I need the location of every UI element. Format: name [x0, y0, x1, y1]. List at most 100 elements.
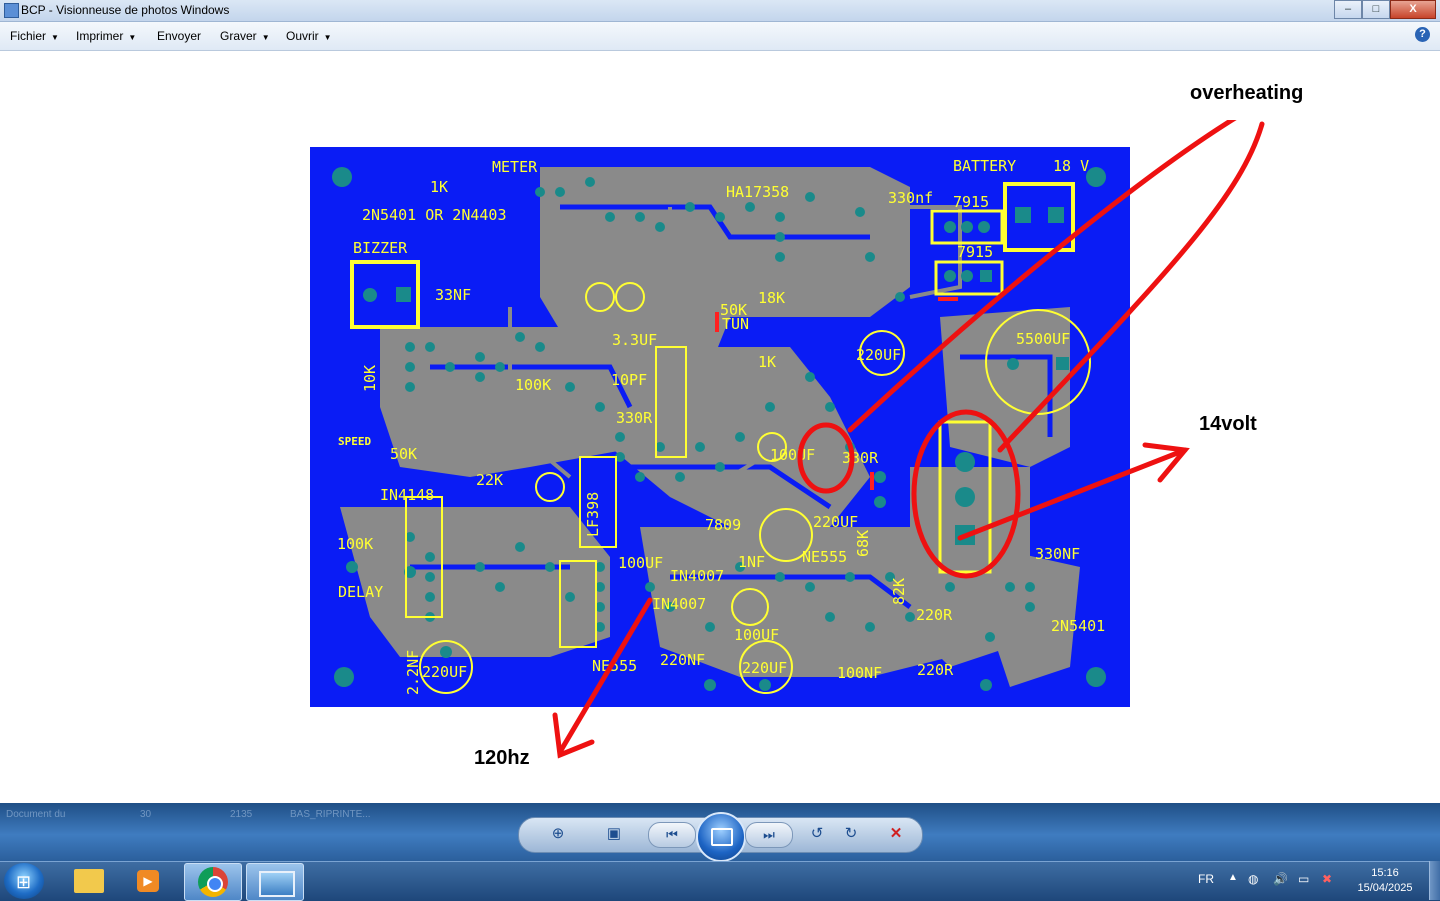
- zoom-icon[interactable]: ⊕: [551, 825, 565, 842]
- chrome-taskbar-button[interactable]: [184, 863, 242, 901]
- silk-50k: 50K: [390, 445, 417, 463]
- silk-2n5401: 2N5401: [1051, 617, 1105, 635]
- menu-ouvrir[interactable]: Ouvrir ▼: [286, 29, 332, 43]
- menu-envoyer-label: Envoyer: [157, 29, 202, 43]
- silk-10k: 10K: [361, 365, 379, 392]
- folder-icon: [74, 869, 104, 893]
- actual-size-icon[interactable]: ▣: [606, 825, 622, 842]
- silk-22k: 22K: [476, 471, 503, 489]
- silk-330r: 330R: [616, 409, 653, 427]
- silk-220uf-b: 220UF: [813, 513, 858, 531]
- menu-bar: Fichier▼ Imprimer ▼ Envoyer Graver ▼ Ouvri…: [0, 22, 1440, 51]
- silk-10pf: 10PF: [611, 371, 647, 389]
- minimize-button[interactable]: –: [1334, 0, 1362, 19]
- silk-tun: TUN: [722, 315, 749, 333]
- silk-speed: SPEED: [338, 435, 371, 448]
- explorer-taskbar-button[interactable]: [62, 863, 118, 899]
- menu-fichier[interactable]: Fichier▼: [10, 29, 59, 43]
- volume-icon[interactable]: 🔊: [1273, 872, 1288, 886]
- silk-7809: 7809: [705, 516, 741, 534]
- blurred-text: 2135: [230, 809, 253, 820]
- silk-330nf-top: 330nf: [888, 189, 933, 207]
- slideshow-button[interactable]: [696, 812, 746, 862]
- silk-33nf: 33NF: [435, 286, 471, 304]
- silk-330nf-right: 330NF: [1035, 545, 1080, 563]
- silk-1nf: 1NF: [738, 553, 765, 571]
- silk-220nf: 220NF: [660, 651, 705, 669]
- silk-meter: METER: [492, 158, 538, 176]
- battery-warning-icon[interactable]: ✖: [1322, 872, 1333, 886]
- component-pads: [346, 177, 1035, 691]
- silk-5500uf: 5500UF: [1016, 330, 1070, 348]
- show-desktop-button[interactable]: [1429, 861, 1440, 900]
- silk-330r-b: 330R: [842, 449, 879, 467]
- silk-ha17358: HA17358: [726, 183, 789, 201]
- previous-button[interactable]: ⏮: [648, 822, 696, 848]
- media-player-taskbar-button[interactable]: ▶: [122, 863, 178, 899]
- menu-graver-label: Graver: [220, 29, 257, 43]
- silk-7915-b: 7915: [957, 243, 993, 261]
- silk-battery: BATTERY: [953, 157, 1016, 175]
- menu-envoyer[interactable]: Envoyer: [157, 29, 201, 43]
- next-button[interactable]: ⏭: [745, 822, 793, 848]
- network-icon[interactable]: ◍: [1248, 872, 1259, 886]
- silk-ne555-a: NE555: [802, 548, 847, 566]
- photo-viewer-app-icon: [4, 3, 19, 18]
- photo-viewer-icon: [259, 871, 295, 897]
- language-indicator[interactable]: FR: [1198, 872, 1214, 886]
- system-clock[interactable]: 15:16 15/04/2025: [1352, 866, 1418, 896]
- clock-time: 15:16: [1371, 867, 1399, 879]
- close-button[interactable]: X: [1390, 0, 1436, 19]
- silk-100nf: 100NF: [837, 664, 882, 682]
- blurred-text: Document du: [6, 809, 66, 820]
- start-button[interactable]: ⊞: [4, 863, 44, 899]
- blurred-text: BAS_RIPRINTE...: [290, 809, 371, 820]
- menu-imprimer-label: Imprimer: [76, 29, 124, 43]
- redacted-area: [715, 732, 1215, 784]
- window-controls: – □ X: [1334, 0, 1436, 19]
- chevron-down-icon: ▼: [51, 33, 59, 42]
- menu-ouvrir-label: Ouvrir: [286, 29, 319, 43]
- slideshow-icon: [711, 828, 733, 846]
- silk-100k: 100K: [515, 376, 551, 394]
- chevron-down-icon: ▼: [261, 33, 270, 42]
- clock-date: 15/04/2025: [1357, 882, 1413, 894]
- silk-100uf-b: 100UF: [770, 446, 815, 464]
- silk-bizzer: BIZZER: [353, 239, 408, 257]
- rotate-left-icon[interactable]: ↺: [810, 825, 824, 842]
- silk-220uf-c: 220UF: [422, 663, 467, 681]
- rotate-right-icon[interactable]: ↻: [844, 825, 858, 842]
- silk-delay: DELAY: [338, 583, 383, 601]
- photo-viewer-taskbar-button[interactable]: [246, 863, 304, 901]
- menu-imprimer[interactable]: Imprimer ▼: [76, 29, 136, 43]
- silk-50k-tun: 50K: [720, 301, 747, 319]
- copper-areas: [340, 167, 1080, 687]
- media-player-icon: ▶: [137, 870, 159, 892]
- silk-100uf-a: 100UF: [618, 554, 663, 572]
- overheating-label: overheating: [1187, 80, 1307, 107]
- chevron-down-icon: ▼: [128, 33, 137, 42]
- blurred-text: 30: [140, 809, 152, 820]
- silk-82k: 82K: [890, 578, 908, 605]
- silk-in4007-a: IN4007: [670, 567, 724, 585]
- silk-1k-top: 1K: [430, 178, 448, 196]
- silk-in4007-b: IN4007: [652, 595, 706, 613]
- buzzer-footprint: [350, 260, 420, 329]
- chevron-down-icon: ▼: [323, 33, 332, 42]
- silk-220uf-a: 220UF: [856, 346, 901, 364]
- menu-graver[interactable]: Graver ▼: [220, 29, 270, 43]
- silk-220r-b: 220R: [917, 661, 954, 679]
- title-bar: BCP - Visionneuse de photos Windows – □ …: [0, 0, 1440, 22]
- silk-ne555-b: NE555: [592, 657, 637, 675]
- pcb-image: METER BATTERY 18 V BIZZER 2N5401 OR 2N44…: [310, 147, 1130, 707]
- delete-icon[interactable]: ✕: [889, 825, 903, 842]
- silk-7915-a: 7915: [953, 193, 989, 211]
- window-title: BCP - Visionneuse de photos Windows: [21, 3, 230, 17]
- show-hidden-icons-icon[interactable]: ▲: [1228, 872, 1238, 883]
- help-icon[interactable]: ?: [1415, 27, 1430, 42]
- silk-1k: 1K: [758, 353, 776, 371]
- maximize-button[interactable]: □: [1362, 0, 1390, 19]
- silk-100k-b: 100K: [337, 535, 373, 553]
- silk-in4148: IN4148: [380, 486, 434, 504]
- action-center-icon[interactable]: ▭: [1298, 872, 1310, 886]
